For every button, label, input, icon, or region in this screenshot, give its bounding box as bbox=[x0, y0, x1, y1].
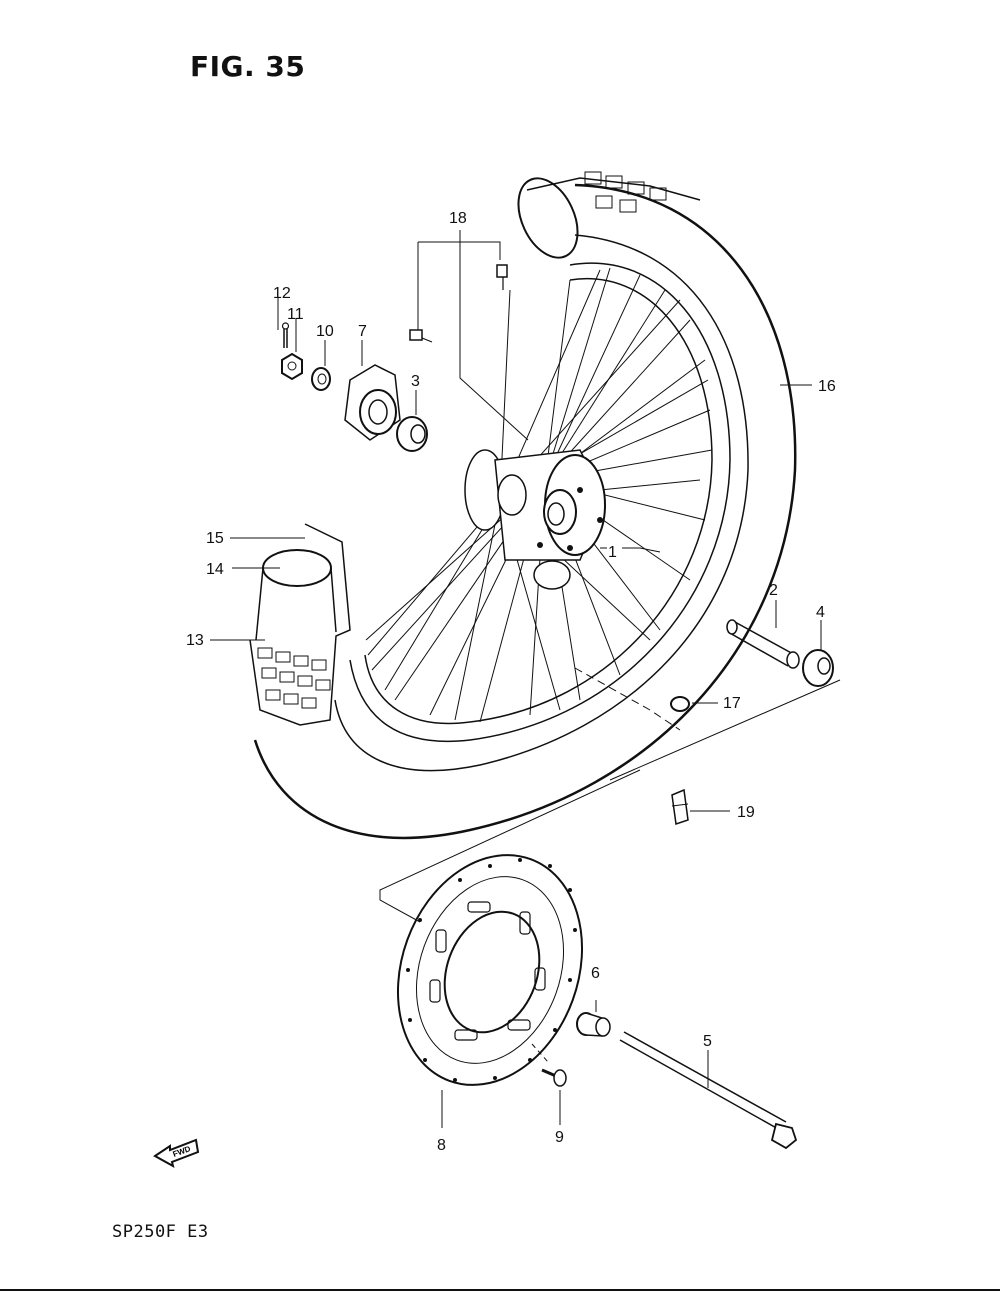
callout-19: 19 bbox=[737, 804, 755, 821]
callout-10: 10 bbox=[316, 323, 334, 340]
bearing-left bbox=[396, 416, 428, 452]
bearing-right bbox=[802, 649, 834, 687]
callout-12: 12 bbox=[273, 285, 291, 302]
callout-18: 18 bbox=[449, 210, 467, 227]
callout-3: 3 bbox=[411, 373, 420, 390]
callout-7: 7 bbox=[358, 323, 367, 340]
leader-lines bbox=[210, 230, 822, 1128]
axle-spacer bbox=[726, 619, 800, 669]
callout-2: 2 bbox=[769, 582, 778, 599]
front-axle bbox=[619, 1031, 798, 1150]
speedometer-gearbox bbox=[344, 364, 401, 441]
callout-15: 15 bbox=[206, 530, 224, 547]
brake-disc bbox=[396, 854, 584, 1086]
axle-nut bbox=[281, 352, 303, 381]
cotter-pin bbox=[281, 322, 290, 348]
callout-11: 11 bbox=[287, 306, 304, 323]
callout-1: 1 bbox=[608, 544, 617, 561]
figure-title: FIG. 35 bbox=[190, 50, 306, 83]
hub bbox=[464, 449, 606, 590]
callout-8: 8 bbox=[437, 1137, 446, 1154]
tire bbox=[249, 171, 797, 840]
rim bbox=[349, 262, 731, 742]
clamp bbox=[671, 788, 689, 825]
fwd-arrow-icon: FWD bbox=[153, 1138, 200, 1168]
washer bbox=[311, 367, 331, 391]
callout-14: 14 bbox=[206, 561, 224, 578]
callout-4: 4 bbox=[816, 604, 825, 621]
callout-9: 9 bbox=[555, 1129, 564, 1146]
spoke-nipples bbox=[409, 264, 508, 343]
disc-bolt bbox=[541, 1068, 567, 1087]
rim-plug bbox=[670, 696, 690, 712]
collar bbox=[576, 1012, 611, 1037]
callout-13: 13 bbox=[186, 632, 204, 649]
callout-6: 6 bbox=[591, 965, 600, 982]
model-code: SP250F E3 bbox=[112, 1222, 209, 1242]
callout-5: 5 bbox=[703, 1033, 712, 1050]
assembly-guide-lines bbox=[379, 667, 841, 1063]
callout-16: 16 bbox=[818, 378, 836, 395]
callout-17: 17 bbox=[723, 695, 741, 712]
